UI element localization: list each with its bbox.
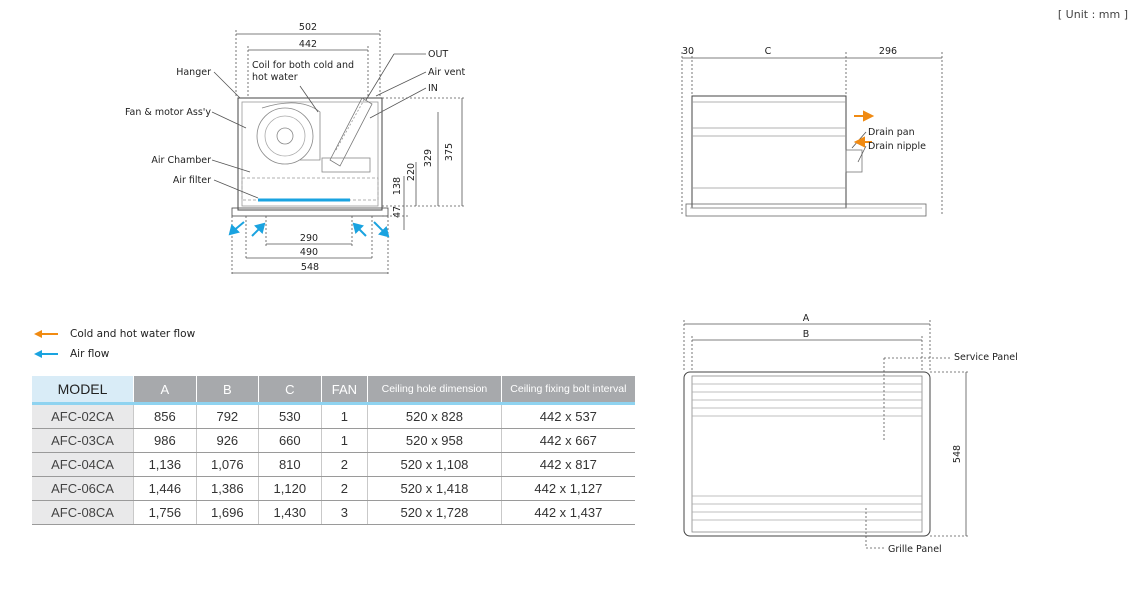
side-view	[681, 52, 943, 217]
legend-water-label: Cold and hot water flow	[70, 328, 196, 340]
table-row: AFC-08CA 1,756 1,696 1,430 3 520 x 1,728…	[32, 500, 635, 525]
cell-c: 1,430	[258, 500, 322, 525]
dim-490: 490	[300, 247, 318, 258]
dim-296: 296	[879, 46, 897, 57]
air-arrow-icon	[34, 350, 58, 358]
dim-548: 548	[301, 262, 319, 273]
label-coil-2: hot water	[252, 72, 298, 83]
water-flow-arrows	[853, 110, 875, 148]
cell-bolt-interval: 442 x 537	[501, 403, 635, 429]
label-hanger: Hanger	[176, 67, 211, 78]
label-service-panel: Service Panel	[954, 352, 1018, 363]
dim-47: 47	[392, 206, 403, 218]
table-row: AFC-02CA 856 792 530 1 520 x 828 442 x 5…	[32, 403, 635, 429]
cell-ceiling-hole: 520 x 1,108	[367, 452, 502, 477]
dim-375: 375	[444, 143, 455, 161]
table-header-row: MODEL A B C FAN Ceiling hole dimension C…	[32, 376, 635, 405]
dim-329: 329	[423, 149, 434, 167]
cell-bolt-interval: 442 x 1,437	[501, 500, 635, 525]
table-row: AFC-03CA 986 926 660 1 520 x 958 442 x 6…	[32, 428, 635, 453]
label-in: IN	[428, 83, 438, 94]
cell-model: AFC-08CA	[32, 500, 135, 525]
cell-b: 1,386	[196, 476, 260, 501]
cell-a: 1,756	[133, 500, 197, 525]
unit-label: [ Unit : mm ]	[1057, 8, 1128, 21]
label-fan: Fan & motor Ass'y	[125, 107, 211, 118]
label-air-chamber: Air Chamber	[151, 155, 211, 166]
dim-548-top: 548	[952, 445, 963, 463]
table-row: AFC-04CA 1,136 1,076 810 2 520 x 1,108 4…	[32, 452, 635, 477]
cell-c: 530	[258, 403, 322, 429]
cell-b: 1,696	[196, 500, 260, 525]
cell-bolt-interval: 442 x 817	[501, 452, 635, 477]
top-view-labels: A B 548 Service Panel Grille Panel	[803, 313, 1018, 555]
cell-fan: 1	[321, 403, 369, 429]
table-row: AFC-06CA 1,446 1,386 1,120 2 520 x 1,418…	[32, 476, 635, 501]
cell-a: 1,446	[133, 476, 197, 501]
cell-bolt-interval: 442 x 1,127	[501, 476, 635, 501]
label-air-filter: Air filter	[173, 175, 211, 186]
front-view-labels: 502 442 290 490 548 375 329 220 138 47 H…	[125, 22, 466, 273]
cell-bolt-interval: 442 x 667	[501, 428, 635, 453]
dim-b: B	[803, 329, 810, 340]
water-arrow-icon	[34, 330, 58, 338]
cell-c: 810	[258, 452, 322, 477]
dim-220: 220	[406, 163, 417, 181]
header-bolt-interval: Ceiling fixing bolt interval	[501, 376, 635, 405]
cell-fan: 1	[321, 428, 369, 453]
cell-ceiling-hole: 520 x 1,728	[367, 500, 502, 525]
cell-b: 792	[196, 403, 260, 429]
header-c: C	[258, 376, 322, 405]
cell-fan: 3	[321, 500, 369, 525]
cell-model: AFC-04CA	[32, 452, 135, 477]
dim-290: 290	[300, 233, 318, 244]
label-drain-nipple: Drain nipple	[868, 141, 926, 152]
header-fan: FAN	[321, 376, 369, 405]
legend-water: Cold and hot water flow	[34, 328, 195, 340]
label-drain-pan: Drain pan	[868, 127, 915, 138]
dim-c: C	[765, 46, 772, 57]
cell-ceiling-hole: 520 x 958	[367, 428, 502, 453]
label-out: OUT	[428, 49, 448, 60]
cell-model: AFC-02CA	[32, 403, 135, 429]
cell-c: 1,120	[258, 476, 322, 501]
cell-fan: 2	[321, 476, 369, 501]
legend-air-label: Air flow	[70, 348, 110, 360]
header-model: MODEL	[32, 376, 135, 405]
cell-c: 660	[258, 428, 322, 453]
cell-ceiling-hole: 520 x 1,418	[367, 476, 502, 501]
cell-model: AFC-03CA	[32, 428, 135, 453]
label-grille-panel: Grille Panel	[888, 544, 942, 555]
dim-502: 502	[299, 22, 317, 33]
cell-a: 986	[133, 428, 197, 453]
cell-a: 856	[133, 403, 197, 429]
air-flow-arrows	[228, 221, 390, 238]
cell-ceiling-hole: 520 x 828	[367, 403, 502, 429]
front-view	[211, 30, 466, 276]
header-b: B	[196, 376, 260, 405]
side-view-labels: 30 C 296 Drain pan Drain nipple	[682, 46, 926, 152]
cell-b: 926	[196, 428, 260, 453]
dim-442: 442	[299, 39, 317, 50]
top-view	[683, 320, 970, 549]
cell-a: 1,136	[133, 452, 197, 477]
dim-30: 30	[682, 46, 694, 57]
cell-fan: 2	[321, 452, 369, 477]
cell-model: AFC-06CA	[32, 476, 135, 501]
cell-b: 1,076	[196, 452, 260, 477]
spec-table: MODEL A B C FAN Ceiling hole dimension C…	[32, 376, 635, 525]
legend-air: Air flow	[34, 348, 109, 360]
header-ceiling-hole: Ceiling hole dimension	[367, 376, 502, 405]
label-air-vent: Air vent	[428, 67, 466, 78]
dim-138: 138	[392, 177, 403, 195]
dim-a: A	[803, 313, 810, 324]
header-a: A	[133, 376, 197, 405]
label-coil: Coil for both cold and	[252, 60, 354, 71]
